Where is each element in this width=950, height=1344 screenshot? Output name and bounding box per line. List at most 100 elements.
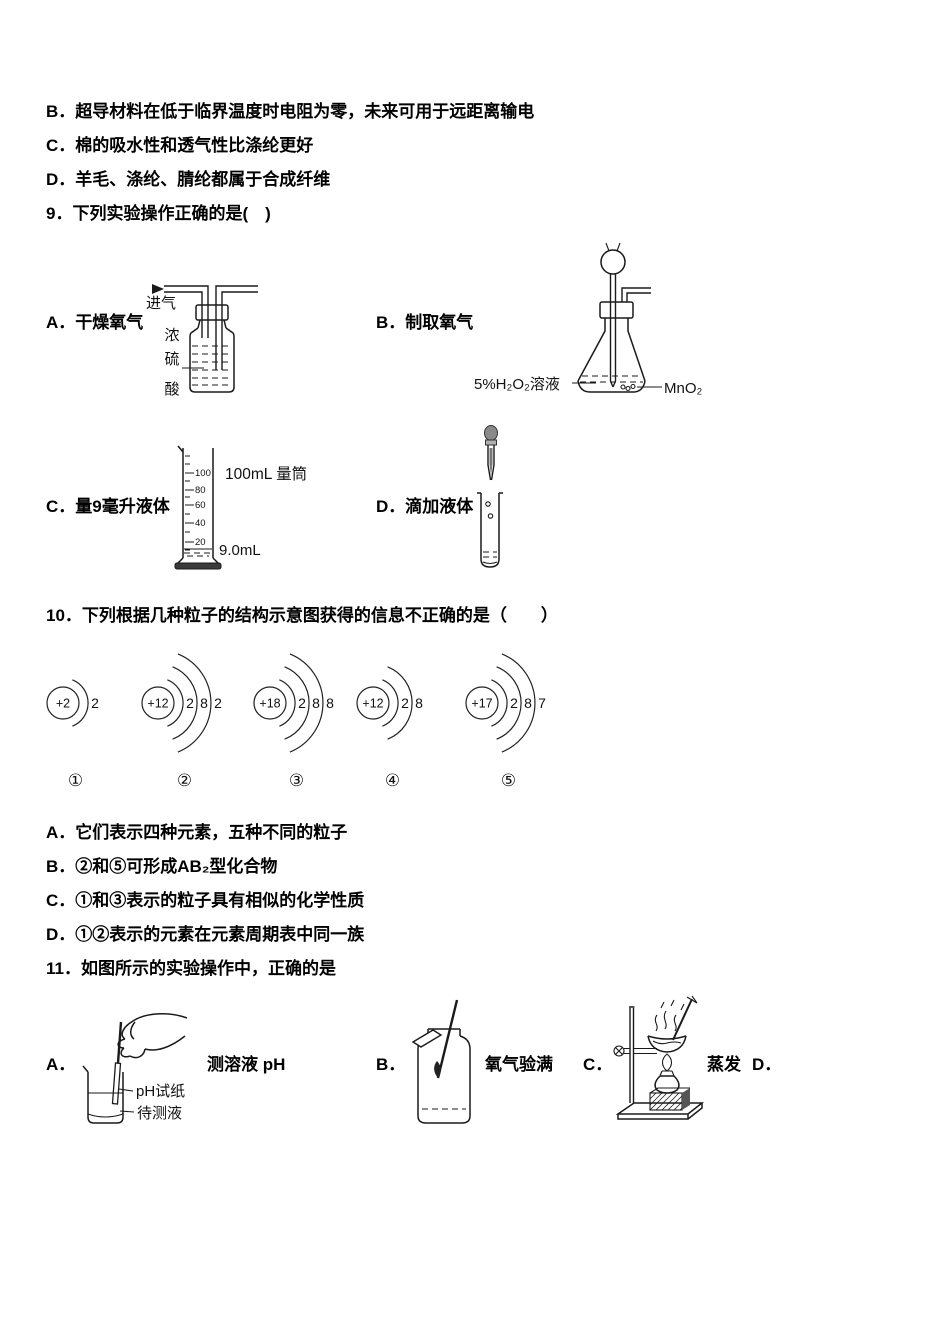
stirring-rod-tip — [686, 995, 698, 1004]
q10-stem: 10．下列根据几种粒子的结构示意图获得的信息不正确的是（ ） — [46, 606, 558, 625]
q10-option-a: A．它们表示四种元素，五种不同的粒子 — [46, 823, 348, 842]
q9a-gas-washing-bottle-figure: 进气 浓 硫 酸 — [140, 248, 270, 403]
q8-option-b: B．超导材料在低于临界温度时电阻为零，未来可用于远距离输电 — [46, 102, 535, 121]
dropper-bulb — [484, 425, 498, 441]
liquid-pointer-line — [119, 1110, 135, 1113]
scale-60: 60 — [195, 500, 206, 511]
tube-liquid-bottom — [482, 561, 498, 565]
svg-text:+17: +17 — [471, 697, 492, 711]
svg-text:8: 8 — [415, 695, 423, 711]
steam-wisps — [654, 999, 685, 1032]
beaker-bottom-curve — [87, 1113, 124, 1118]
wood-splint — [436, 999, 459, 1079]
flask-walls — [577, 318, 646, 382]
ph-paper-strip — [111, 1062, 122, 1105]
q11-option-b-caption: 氧气验满 — [485, 1055, 553, 1074]
q11-stem: 11．如图所示的实验操作中，正确的是 — [46, 959, 336, 978]
acid-label-char2: 硫 — [164, 351, 179, 368]
svg-text:2: 2 — [401, 695, 409, 711]
cylinder-walls — [177, 445, 214, 558]
svg-text:2: 2 — [298, 695, 306, 711]
svg-text:③: ③ — [289, 771, 304, 790]
svg-text:2: 2 — [91, 695, 99, 711]
svg-text:①: ① — [68, 771, 83, 790]
scale-100: 100 — [195, 468, 211, 479]
q11a-ph-test-figure: pH试纸 待测液 — [75, 1008, 295, 1126]
alcohol-lamp-body — [654, 1075, 680, 1094]
clamp-screw — [613, 1045, 625, 1057]
q11-option-c-label: C． — [583, 1055, 613, 1074]
svg-text:8: 8 — [524, 695, 532, 711]
svg-text:2: 2 — [214, 695, 222, 711]
q11c-evaporation-figure — [610, 995, 710, 1128]
falling-drops — [485, 501, 494, 519]
lamp-flame-icon — [661, 1053, 673, 1072]
svg-text:8: 8 — [326, 695, 334, 711]
test-liquid-label: 待测液 — [137, 1105, 182, 1122]
liquid-body — [184, 552, 212, 557]
svg-text:④: ④ — [385, 771, 400, 790]
gas-in-label: 进气 — [146, 295, 176, 312]
block-hatching — [649, 1092, 683, 1111]
dropper-tube — [487, 445, 495, 481]
q11b-oxygen-test-figure — [405, 998, 495, 1128]
glass-cover-plate — [411, 1029, 443, 1048]
q11-option-d-label: D． — [752, 1055, 782, 1074]
acid-label-char1: 浓 — [164, 327, 179, 344]
acid-label-char3: 酸 — [164, 381, 179, 398]
support-block — [649, 1092, 683, 1111]
catalyst-label: MnO₂ — [664, 380, 703, 397]
svg-text:7: 7 — [538, 695, 546, 711]
svg-text:8: 8 — [200, 695, 208, 711]
q11-option-a-caption: 测溶液 pH — [207, 1055, 286, 1074]
q9c-graduated-cylinder-figure: 100 80 60 40 20 100mL 量筒 9.0mL — [174, 443, 335, 573]
block-top-edge — [649, 1087, 690, 1094]
q9b-oxygen-generator-figure: 5%H₂O₂溶液 MnO₂ — [470, 235, 720, 400]
stand-base-edge — [617, 1103, 703, 1120]
stand-rod — [629, 1006, 635, 1103]
gas-in-arrow-icon — [152, 284, 164, 294]
svg-text:+18: +18 — [259, 697, 280, 711]
svg-text:②: ② — [177, 771, 192, 790]
funnel-stem — [609, 273, 617, 388]
q10-option-d: D．①②表示的元素在元素周期表中同一族 — [46, 925, 365, 944]
funnel-mouth — [605, 242, 621, 252]
stirring-rod — [672, 998, 693, 1041]
dropper-collar — [485, 439, 497, 446]
bottle-body — [189, 327, 235, 393]
q10-option-b: B．②和⑤可形成AB₂型化合物 — [46, 857, 278, 876]
cylinder-foot — [177, 557, 219, 564]
bottle-stopper — [195, 304, 229, 321]
bottle-neck — [197, 319, 227, 329]
volume-label: 9.0mL — [219, 542, 261, 559]
svg-text:8: 8 — [312, 695, 320, 711]
scale-80: 80 — [195, 485, 206, 496]
glowing-ember-icon — [434, 1061, 441, 1078]
q9-option-d-label: D．滴加液体 — [376, 497, 474, 516]
test-tube — [480, 493, 500, 568]
tube-liquid — [483, 551, 497, 558]
block-side-face — [682, 1088, 690, 1110]
q9d-dropper-figure — [463, 418, 533, 570]
paper-pointer-line — [118, 1088, 134, 1092]
q9-option-a-label: A．干燥氧气 — [46, 313, 144, 332]
acid-liquid — [192, 345, 232, 386]
delivery-tube — [621, 287, 651, 302]
svg-text:2: 2 — [186, 695, 194, 711]
beaker — [82, 1065, 124, 1124]
scale-ticks — [185, 455, 194, 551]
scale-40: 40 — [195, 518, 206, 529]
solution-label: 5%H₂O₂溶液 — [474, 376, 560, 393]
svg-text:2: 2 — [510, 695, 518, 711]
q11-option-b-label: B． — [376, 1055, 406, 1074]
q9-stem: 9．下列实验操作正确的是( ) — [46, 204, 271, 223]
cylinder-label: 100mL 量筒 — [225, 465, 307, 483]
